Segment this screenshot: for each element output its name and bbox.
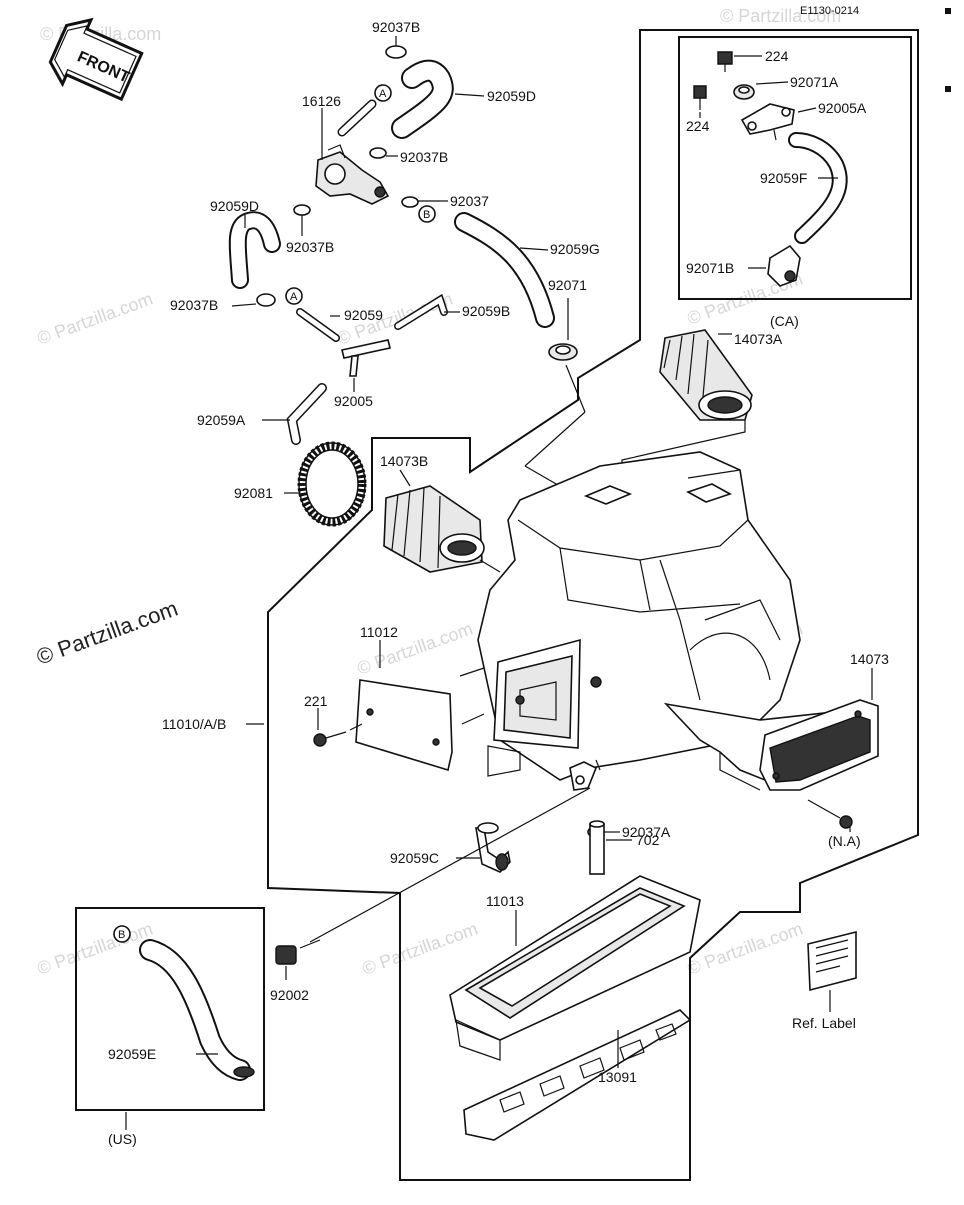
- hose-a-upper: [339, 101, 375, 135]
- watermark: © Partzilla.com: [35, 918, 156, 978]
- part-label: 92037A: [622, 824, 671, 840]
- fitting-92005: [341, 339, 391, 377]
- part-label: 11013: [486, 893, 524, 909]
- callout-a-lower: [285, 287, 303, 305]
- part-label: 92037: [450, 193, 489, 209]
- part-label: 92059: [344, 307, 383, 323]
- us-variant-box: [75, 907, 265, 1111]
- part-label: 92037B: [286, 239, 334, 255]
- part-label: 224: [765, 48, 789, 64]
- part-label: 92037B: [170, 297, 218, 313]
- hose-92059d-left: [230, 213, 279, 287]
- label-bracket: [487, 745, 521, 777]
- part-label: 92059B: [462, 303, 510, 319]
- clip-92037b-mid: [369, 147, 387, 159]
- part-label: 224: [686, 118, 710, 134]
- part-label: 92059F: [760, 170, 807, 186]
- part-label: 14073A: [734, 331, 783, 347]
- duct-14073b: [383, 485, 485, 573]
- part-label: 11012: [360, 624, 398, 640]
- hose-92059: [297, 309, 339, 341]
- part-label: 92059D: [487, 88, 536, 104]
- part-label: 92071A: [790, 74, 839, 90]
- corner-mark: [945, 86, 951, 92]
- part-label: (CA): [770, 313, 799, 329]
- part-label: 92002: [270, 987, 309, 1003]
- front-arrow-icon: FRONT: [48, 17, 144, 102]
- cover-11012: [355, 679, 453, 772]
- bolt-92002: [275, 939, 321, 965]
- part-label: 702: [636, 832, 660, 848]
- part-label: 14073: [850, 651, 889, 667]
- corner-mark: [945, 8, 951, 14]
- callout-a-upper-label: A: [379, 88, 387, 100]
- part-label: 92005: [334, 393, 373, 409]
- part-label: 92059A: [197, 412, 246, 428]
- gasket-92081: [297, 441, 367, 527]
- filter-11013: [449, 875, 701, 1061]
- ca-parts: [693, 51, 848, 287]
- screw-na: [807, 799, 853, 829]
- clip-92037b-top: [385, 36, 407, 59]
- ca-variant-box: [678, 36, 912, 300]
- part-label: 92071: [548, 277, 587, 293]
- part-label: (US): [108, 1131, 137, 1147]
- hose-92059g: [456, 214, 553, 326]
- assembly-frame: [267, 29, 919, 1181]
- air-box-housing: [477, 451, 801, 791]
- elbow-92059c: [475, 822, 511, 873]
- part-label: 11010/A/B: [162, 716, 226, 732]
- valve-16126: [315, 144, 390, 205]
- part-label: 92081: [234, 485, 273, 501]
- hose-92059d-top: [393, 61, 452, 137]
- duct-14073a: [659, 329, 753, 421]
- part-label: 92059C: [390, 850, 439, 866]
- hose-92059a: [288, 384, 326, 444]
- part-label: (N.A): [828, 833, 861, 849]
- callout-a-upper: [374, 84, 392, 102]
- cover-13091: [463, 1009, 692, 1141]
- callout-b-upper-label: B: [423, 209, 430, 221]
- watermark: © Partzilla.com: [720, 6, 841, 26]
- clip-92037b-left: [293, 204, 311, 216]
- part-label: 92005A: [818, 100, 867, 116]
- watermark: © Partzilla.com: [360, 918, 481, 978]
- watermark: © Partzilla.com: [685, 918, 806, 978]
- watermark: © Partzilla.com: [35, 288, 156, 348]
- diagram-code: E1130-0214: [800, 5, 859, 17]
- part-label: 92037B: [400, 149, 448, 165]
- part-label: 92037B: [372, 19, 420, 35]
- part-labels: 92037B 92059D 16126 92037B 92037 92059D …: [108, 19, 889, 1147]
- part-label: 16126: [302, 93, 341, 109]
- part-label: 92059G: [550, 241, 600, 257]
- part-label: 92059D: [210, 198, 259, 214]
- hose-92059b: [395, 296, 447, 329]
- tube-702: [589, 820, 605, 875]
- part-label: 92071B: [686, 260, 734, 276]
- clip-92037b-lower: [256, 293, 276, 307]
- callout-b-lower-label: B: [118, 929, 125, 941]
- part-label: Ref. Label: [792, 1015, 856, 1031]
- screw-221: [313, 731, 347, 747]
- part-label: 221: [304, 693, 328, 709]
- callout-b-upper: [418, 205, 436, 223]
- callout-a-lower-label: A: [290, 291, 298, 303]
- watermark-main: © Partzilla.com: [33, 596, 181, 670]
- part-label: 92059E: [108, 1046, 156, 1062]
- duct-14073: [663, 699, 879, 791]
- part-label: 14073B: [380, 453, 428, 469]
- us-parts: B: [113, 925, 255, 1081]
- clip-92037: [401, 196, 419, 208]
- part-label: 13091: [598, 1069, 637, 1085]
- ref-label-icon: [807, 930, 857, 992]
